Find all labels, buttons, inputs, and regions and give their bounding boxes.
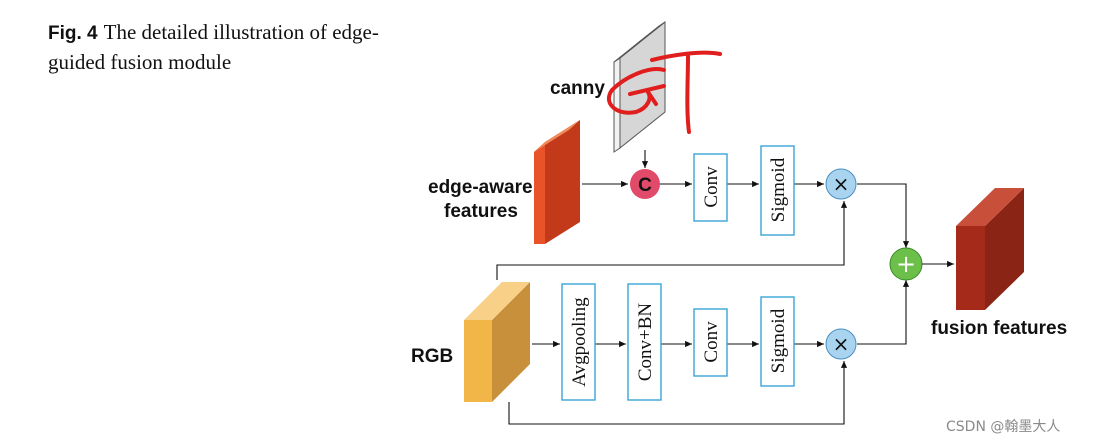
avgpooling-label: Avgpooling <box>569 297 590 387</box>
rgb-to-bottom-multiply-arrow <box>508 361 848 425</box>
canny-edge-map <box>613 20 666 153</box>
caption-text: The detailed illustration of edge-guided… <box>48 20 379 74</box>
top-conv-box <box>693 153 728 222</box>
rgb-feature-block <box>464 282 530 402</box>
canny-label: canny <box>550 78 605 99</box>
top-sigmoid-box <box>760 145 795 236</box>
conv-bn-box <box>627 283 662 401</box>
bottom-sigmoid-label: Sigmoid <box>768 308 789 373</box>
edge-aware-label-line2: features <box>444 201 518 222</box>
bottom-multiply-to-add-arrow <box>857 280 910 345</box>
top-sigmoid-label: Sigmoid <box>768 157 789 222</box>
avgpooling-box <box>561 283 596 401</box>
top-multiply-symbol: × <box>833 172 850 196</box>
bottom-sigmoid-box <box>760 296 795 387</box>
bottom-multiply-node <box>825 328 857 360</box>
add-symbol: + <box>896 250 916 278</box>
handwritten-gt-annotation <box>607 50 722 134</box>
rgb-to-top-multiply-arrow <box>496 201 848 280</box>
edge-aware-label-line1: edge-aware <box>428 177 533 198</box>
concat-symbol: C <box>638 175 652 196</box>
edge-aware-feature-block <box>534 120 580 244</box>
watermark-text: CSDN @翰墨大人 <box>946 419 1060 435</box>
figure-label: Fig. 4 <box>48 23 98 44</box>
top-multiply-node <box>825 168 857 200</box>
conv-bn-label: Conv+BN <box>635 303 656 382</box>
fusion-features-label: fusion features <box>931 318 1067 339</box>
rgb-label: RGB <box>411 346 453 367</box>
bottom-conv-box <box>693 308 728 377</box>
bottom-conv-label: Conv <box>701 321 722 363</box>
top-conv-label: Conv <box>701 166 722 208</box>
bottom-multiply-symbol: × <box>833 332 850 356</box>
concat-node <box>630 169 660 199</box>
top-multiply-to-add-arrow <box>857 183 910 248</box>
fusion-feature-block <box>956 188 1024 310</box>
